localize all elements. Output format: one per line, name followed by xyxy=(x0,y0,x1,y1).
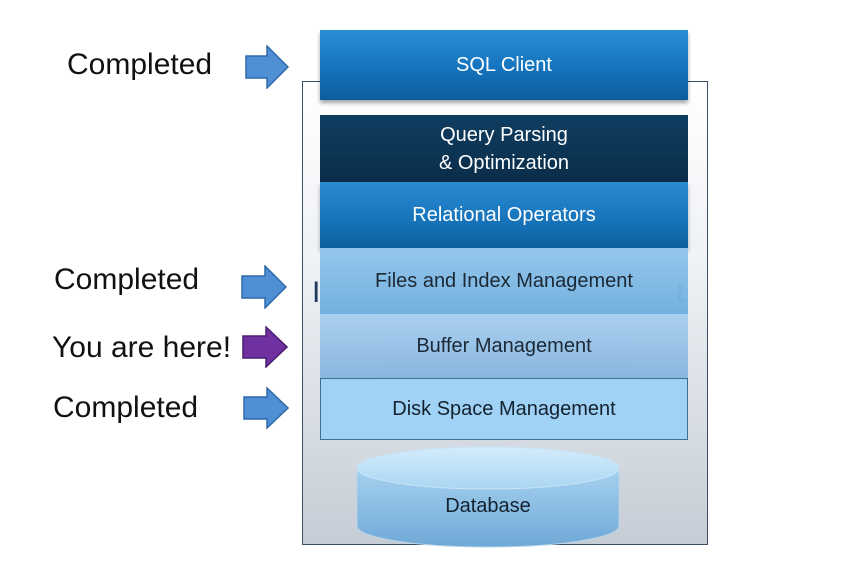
status-label-buffer: You are here! xyxy=(52,331,232,364)
layer-files-index-management: Files and Index Management xyxy=(320,248,688,314)
layer-relational-operators: Relational Operators xyxy=(320,182,688,248)
status-label-sql-client: Completed xyxy=(67,48,213,81)
layer-query-parsing-label: Query Parsing & Optimization xyxy=(438,123,570,174)
arrow-right-icon xyxy=(243,387,289,429)
layer-disk-space-management: Disk Space Management xyxy=(320,378,688,440)
layer-query-parsing: Query Parsing & Optimization xyxy=(320,115,688,182)
status-label-files-index: Completed xyxy=(54,263,200,296)
occluded-text-left: I xyxy=(312,276,321,309)
layer-buffer-management: Buffer Management xyxy=(320,314,688,378)
database-label: Database xyxy=(445,495,531,517)
status-label-disk-space: Completed xyxy=(53,391,199,424)
arrow-right-icon xyxy=(245,45,289,89)
database-cylinder: Database xyxy=(356,446,620,548)
layer-sql-client: SQL Client xyxy=(320,30,688,100)
arrow-right-icon xyxy=(242,326,288,368)
arrow-right-icon xyxy=(241,265,287,309)
